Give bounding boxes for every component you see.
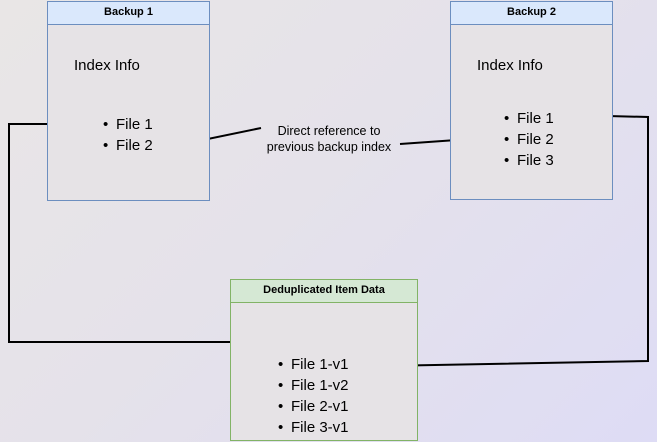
- node-deduplicated-item-data-header: Deduplicated Item Data: [231, 280, 417, 303]
- node-backup2-header: Backup 2: [451, 2, 612, 25]
- node-deduplicated-item-data[interactable]: Deduplicated Item Data File 1-v1 File 1-…: [230, 279, 418, 441]
- list-item: File 3-v1: [278, 417, 348, 438]
- node-backup1-header: Backup 1: [48, 2, 209, 25]
- list-item: File 2-v1: [278, 396, 348, 417]
- list-item: File 1: [103, 114, 153, 135]
- node-backup2-body: Index Info File 1 File 2 File 3: [451, 25, 612, 199]
- list-item: File 1: [504, 108, 554, 129]
- list-item: File 1-v2: [278, 375, 348, 396]
- list-item: File 2: [103, 135, 153, 156]
- node-backup2-index-label: Index Info: [477, 57, 543, 74]
- node-backup1-file-list: File 1 File 2: [98, 114, 153, 156]
- list-item: File 1-v1: [278, 354, 348, 375]
- node-deduplicated-item-data-body: File 1-v1 File 1-v2 File 2-v1 File 3-v1: [231, 303, 417, 440]
- edge-label-line-1: Direct reference to: [277, 124, 381, 138]
- list-item: File 2: [504, 129, 554, 150]
- node-backup1-body: Index Info File 1 File 2: [48, 25, 209, 200]
- node-backup2-file-list: File 1 File 2 File 3: [499, 108, 554, 171]
- edge-label-direct-reference: Direct reference to previous backup inde…: [253, 123, 405, 155]
- node-deduplicated-item-data-file-list: File 1-v1 File 1-v2 File 2-v1 File 3-v1: [273, 354, 348, 438]
- node-backup2[interactable]: Backup 2 Index Info File 1 File 2 File 3: [450, 1, 613, 200]
- edge-label-line-2: previous backup index: [266, 140, 392, 154]
- list-item: File 3: [504, 150, 554, 171]
- node-backup1[interactable]: Backup 1 Index Info File 1 File 2: [47, 1, 210, 201]
- node-backup1-index-label: Index Info: [74, 57, 140, 74]
